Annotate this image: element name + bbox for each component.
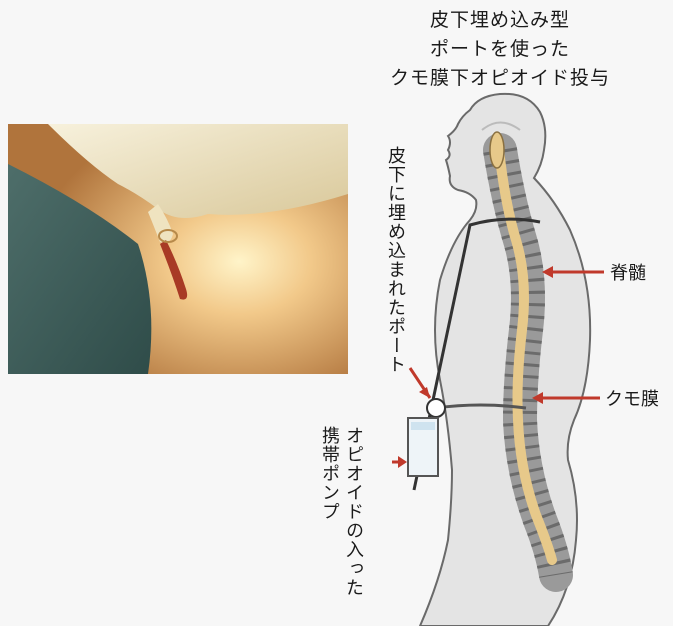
label-port: 皮下に埋め込まれたポート — [382, 146, 408, 374]
port-device — [427, 399, 445, 417]
label-arachnoid: クモ膜 — [605, 385, 659, 411]
label-pump-line1: オピオイドの入った — [340, 426, 366, 597]
arrow-port — [410, 368, 430, 398]
label-pump-line2: 携帯ポンプ — [316, 426, 342, 521]
label-spinal-cord: 脊髄 — [610, 259, 646, 285]
arrow-pump — [392, 456, 407, 468]
